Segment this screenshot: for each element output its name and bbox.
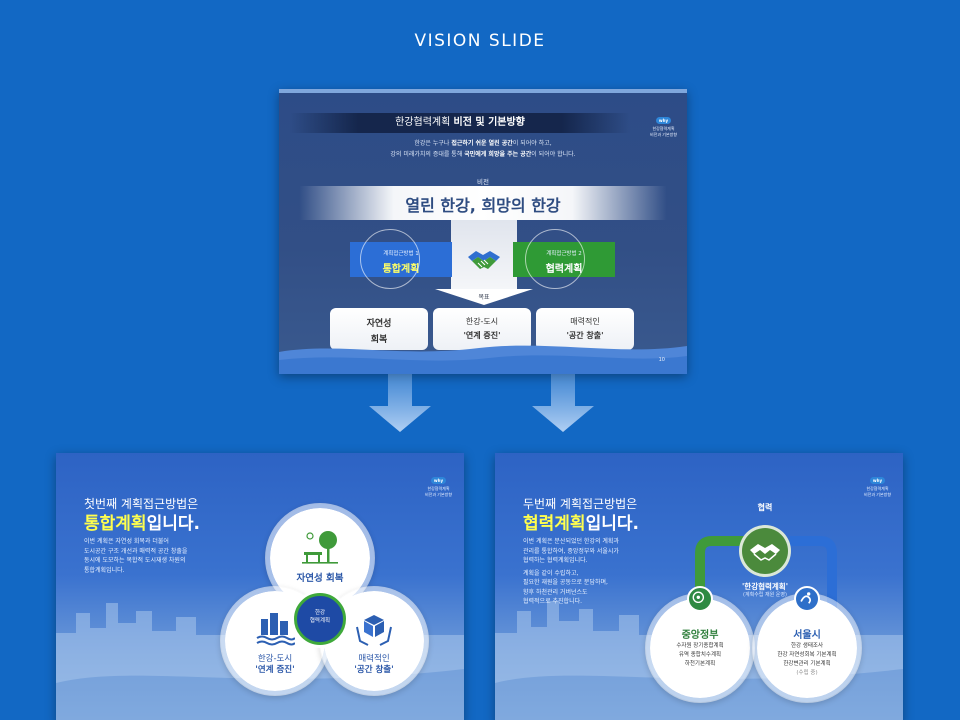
slide-heading: 첫번째 계획접근방법은 xyxy=(84,497,199,511)
down-arrow-icon xyxy=(369,374,431,432)
goal-card-nature: 자연성 회복 xyxy=(330,308,428,350)
logo-line-2: 비전과 기본방향 xyxy=(649,132,677,137)
seoul-city-circle: 서울시 한강 생태조사 한강 자연성회복 기본계획 한강변관리 기본계획 (수립… xyxy=(752,586,862,703)
goal-card-space: 매력적인 '공간 창출' xyxy=(536,308,634,350)
integrated-plan-slide[interactable]: why 한강협력계획 비전과 기본방향 첫번째 계획접근방법은 통합계획입니다.… xyxy=(56,453,464,720)
central-government-circle: 중앙정부 수자원 장기종합계획 유역 종합치수계획 하천기본계획 xyxy=(645,586,755,703)
slide-body: 이번 계획은 분산되었던 한강의 계획과 관리를 통합하여, 중앙정부와 서울시… xyxy=(523,538,619,605)
method-1-ring xyxy=(360,229,420,289)
slide-logo: why 한강협력계획 비전과 기본방향 xyxy=(863,477,891,497)
page-title: VISION SLIDE xyxy=(414,31,546,51)
goal-card-city-link: 한강-도시 '연계 증진' xyxy=(433,308,531,350)
vision-statement: 열린 한강, 희망의 한강 xyxy=(405,196,561,215)
cooperation-title: '한강협력계획' xyxy=(742,582,788,591)
cooperative-plan-slide[interactable]: why 한강협력계획 비전과 기본방향 두번째 계획접근방법은 협력계획입니다.… xyxy=(495,453,903,720)
government-emblem-icon xyxy=(687,586,713,612)
city-water-icon xyxy=(256,613,295,646)
slide-heading-main: 통합계획입니다. xyxy=(84,514,200,534)
logo-badge: why xyxy=(655,117,672,124)
goal-label: 목표 xyxy=(478,294,490,301)
handshake-icon xyxy=(739,525,791,577)
cooperation-subtitle: (계획수립 재원 운영) xyxy=(743,592,787,598)
slide-body: 이번 계획은 자연성 회복과 더불어 도시공간 구조 개선과 매력적 공간 창출… xyxy=(84,538,188,574)
method-2-ring xyxy=(525,229,585,289)
vision-banner xyxy=(279,186,687,220)
hands-box-icon xyxy=(356,615,392,646)
slide-heading: 두번째 계획접근방법은 xyxy=(523,497,638,511)
page-number: 10 xyxy=(658,357,665,363)
slide-intro: 한강은 누구나 접근하기 쉬운 열린 공간이 되어야 하고, 강의 미래가치의 … xyxy=(390,140,576,158)
venn-circle-space: 매력적인 '공간 창출' xyxy=(319,586,429,696)
down-arrow-icon xyxy=(532,374,594,432)
handshake-icon xyxy=(468,251,500,269)
slide-logo: why 한강협력계획 비전과 기본방향 xyxy=(424,477,452,497)
seoul-emblem-icon xyxy=(794,586,820,612)
slide-heading-main: 협력계획입니다. xyxy=(523,514,639,534)
vision-label: 비전 xyxy=(477,178,489,186)
down-arrow-icon xyxy=(435,289,533,305)
tree-bench-icon xyxy=(302,531,338,564)
logo-line-1: 한강협력계획 xyxy=(652,126,675,131)
cooperation-label: 협력 xyxy=(757,503,773,512)
venn-center-badge: 한강 협력계획 xyxy=(294,593,346,645)
vision-slide[interactable]: 한강협력계획 비전 및 기본방향 why 한강협력계획 비전과 기본방향 한강은… xyxy=(279,89,687,374)
water-wave xyxy=(279,345,687,374)
cooperation-track xyxy=(695,536,837,608)
slide-title: 한강협력계획 비전 및 기본방향 xyxy=(290,113,630,133)
slide-logo: why 한강협력계획 비전과 기본방향 xyxy=(650,107,677,138)
